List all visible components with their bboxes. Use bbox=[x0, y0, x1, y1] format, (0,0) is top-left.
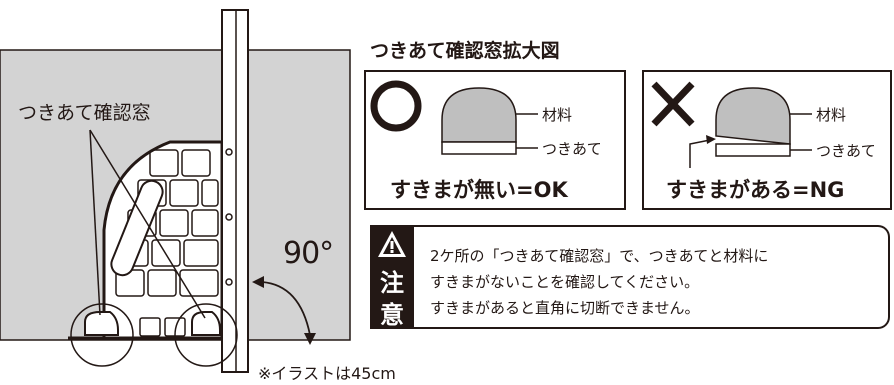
guide-slot bbox=[110, 179, 164, 277]
panel-ng: 材料 つきあて すきまがある=NG bbox=[642, 70, 892, 210]
highlight-circle-right bbox=[174, 303, 238, 367]
window-left bbox=[84, 311, 119, 336]
warning-line-2: すきまがないことを確認してください。 bbox=[430, 273, 700, 291]
window-callout-label: つきあて確認窓 bbox=[18, 102, 151, 124]
ruler bbox=[221, 9, 249, 373]
angle-arrow bbox=[261, 281, 311, 336]
ok-material-label: 材料 bbox=[542, 106, 573, 124]
ng-stopper-shape bbox=[715, 143, 791, 157]
ng-stopper-label: つきあて bbox=[816, 142, 876, 160]
warning-box: 注 意 2ケ所の「つきあて確認窓」で、つきあてと材料に すきまがないことを確認し… bbox=[370, 225, 892, 329]
material-shape bbox=[441, 87, 517, 143]
gap-arrow bbox=[689, 139, 711, 168]
window-right bbox=[191, 311, 221, 336]
callout-lines bbox=[89, 129, 206, 319]
stopper-shape bbox=[441, 141, 517, 155]
cross-symbol bbox=[651, 81, 695, 127]
warning-triangle-icon bbox=[378, 231, 406, 257]
ok-stopper-label: つきあて bbox=[542, 140, 602, 158]
angle-label: 90° bbox=[283, 236, 334, 271]
illustration bbox=[0, 9, 351, 373]
warning-frame bbox=[390, 225, 890, 329]
ok-caption: すきまが無い=OK bbox=[390, 178, 568, 202]
panel-ok: 材料 つきあて すきまが無い=OK bbox=[364, 70, 626, 210]
ng-material-shape bbox=[715, 87, 791, 145]
warning-kanji-2: 意 bbox=[380, 301, 404, 329]
ng-material-label: 材料 bbox=[816, 106, 847, 124]
circle-symbol bbox=[370, 80, 422, 132]
warning-kanji-1: 注 bbox=[380, 269, 404, 297]
warning-bar: 注 意 bbox=[370, 225, 414, 329]
zoom-title: つきあて確認窓拡大図 bbox=[370, 40, 560, 62]
highlight-circle-left bbox=[70, 303, 134, 367]
warning-line-1: 2ケ所の「つきあて確認窓」で、つきあてと材料に bbox=[430, 247, 769, 265]
illustration-note: ※イラストは45cm bbox=[258, 364, 396, 383]
ng-caption: すきまがある=NG bbox=[666, 178, 845, 202]
warning-line-3: すきまがあると直角に切断できません。 bbox=[430, 299, 700, 317]
